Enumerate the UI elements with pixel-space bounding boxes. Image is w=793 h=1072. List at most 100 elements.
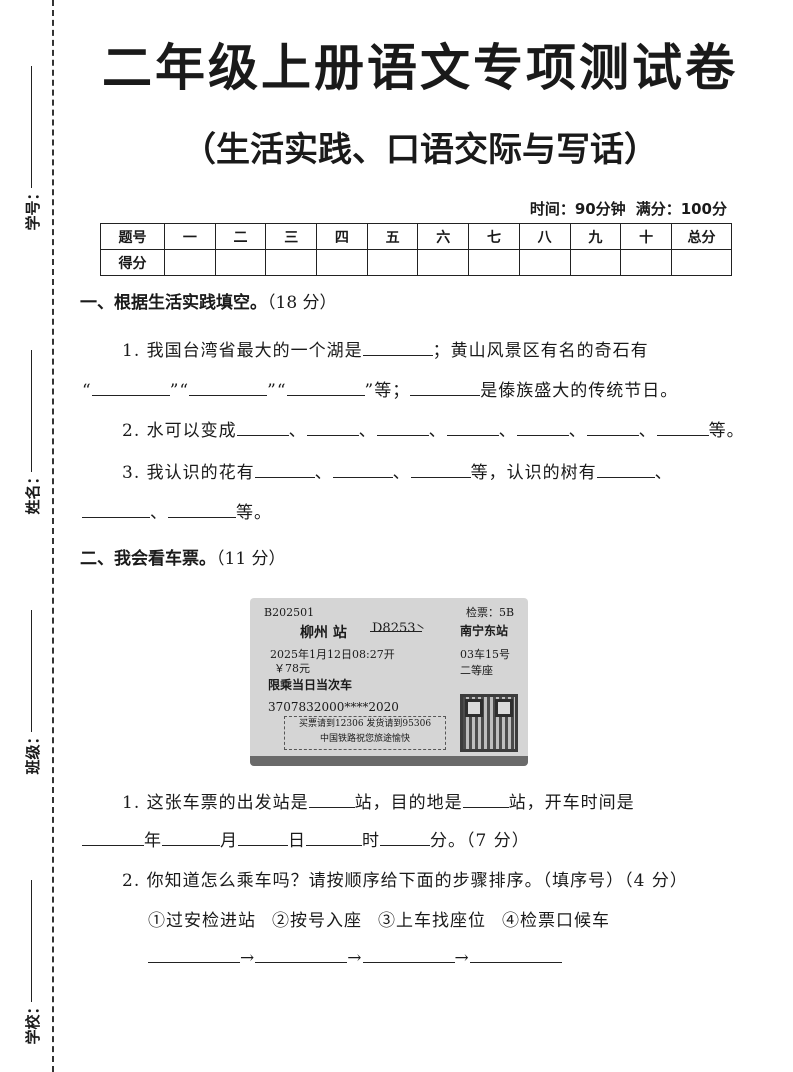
answer-blank[interactable]	[254, 463, 315, 478]
q2-text: 2. 水可以变成	[122, 421, 237, 441]
separator: 、	[498, 421, 517, 441]
score-cell[interactable]	[164, 249, 216, 276]
step-item: ③上车找座位	[378, 911, 486, 931]
score-table-header-row: 题号 一 二 三 四 五 六 七 八 九 十 总分	[100, 223, 732, 250]
score-column-label: 十	[620, 223, 672, 250]
class-label: 班级：	[23, 729, 42, 775]
answer-blank[interactable]	[462, 793, 509, 808]
answer-blank[interactable]	[148, 948, 240, 963]
score-table-score-row: 得分	[100, 249, 732, 276]
score-column-label: 九	[569, 223, 622, 250]
score-cell[interactable]	[468, 249, 520, 276]
name-write-line	[31, 350, 32, 472]
score-table: 题号 一 二 三 四 五 六 七 八 九 十 总分 得分	[100, 223, 732, 276]
separator: 、	[654, 463, 673, 483]
answer-blank[interactable]	[586, 421, 639, 436]
score-cell[interactable]	[671, 249, 732, 276]
ticket-info-line: 买票请到12306 发货请到95306	[298, 719, 432, 729]
answer-blank[interactable]	[255, 948, 348, 963]
answer-blank[interactable]	[380, 831, 430, 846]
section2-points: （11 分）	[216, 549, 286, 569]
answer-blank[interactable]	[306, 831, 362, 846]
answer-blank[interactable]	[362, 341, 433, 356]
score-cell[interactable]	[417, 249, 470, 276]
answer-blank[interactable]	[376, 421, 429, 436]
score-column-label: 一	[164, 223, 216, 250]
section2-steps: ①过安检进站 ②按号入座 ③上车找座位 ④检票口候车	[148, 906, 610, 931]
step-item: ②按号入座	[272, 911, 362, 931]
section1-q1-line2: “”“”“”等；是傣族盛大的传统节日。	[82, 376, 678, 401]
answer-blank[interactable]	[91, 381, 170, 396]
answer-blank[interactable]	[82, 831, 144, 846]
score-column-label: 四	[316, 223, 368, 250]
answer-blank[interactable]	[168, 503, 236, 518]
s2q1-text: 站，目的地是	[354, 793, 463, 813]
answer-blank[interactable]	[362, 948, 455, 963]
score-column-label: 总分	[671, 223, 732, 250]
page-subtitle: （生活实践、口语交际与写话）	[182, 130, 658, 170]
exam-time: 时间：90分钟	[529, 200, 626, 218]
s2q1-text: 时	[362, 831, 380, 851]
answer-blank[interactable]	[162, 831, 220, 846]
step-item: ④检票口候车	[502, 911, 610, 931]
answer-blank[interactable]	[82, 503, 150, 518]
answer-blank[interactable]	[286, 381, 365, 396]
answer-blank[interactable]	[410, 381, 481, 396]
section2-heading-text: 二、我会看车票。	[80, 549, 216, 569]
s2q1-text: 站，开车时间是	[508, 793, 635, 813]
q1-text: 是傣族盛大的传统节日。	[480, 381, 679, 401]
arrow-icon: →	[347, 948, 363, 968]
answer-blank[interactable]	[306, 421, 359, 436]
score-column-label: 二	[214, 223, 267, 250]
score-cell[interactable]	[265, 249, 318, 276]
s2q1-text: 日	[288, 831, 306, 851]
student-id-field[interactable]: 学号：	[20, 66, 44, 231]
answer-blank[interactable]	[410, 463, 471, 478]
name-field[interactable]: 姓名：	[20, 350, 44, 515]
score-column-label: 七	[468, 223, 520, 250]
score-column-label: 三	[265, 223, 318, 250]
arrow-icon: →	[454, 948, 470, 968]
student-id-write-line	[31, 66, 32, 188]
score-cell[interactable]	[620, 249, 672, 276]
quote-mark: ”	[364, 381, 375, 401]
score-row-label: 得分	[100, 249, 165, 276]
answer-blank[interactable]	[236, 421, 289, 436]
answer-blank[interactable]	[656, 421, 709, 436]
answer-blank[interactable]	[469, 948, 562, 963]
answer-blank[interactable]	[596, 463, 655, 478]
score-cell[interactable]	[214, 249, 267, 276]
ticket-seat-class: 二等座	[460, 664, 493, 677]
ticket-car-seat: 03车15号	[460, 648, 510, 661]
separator: 、	[314, 463, 333, 483]
q1-text: ；黄山风景区有名的奇石有	[432, 341, 649, 361]
ticket-info-box: 买票请到12306 发货请到95306 中国铁路祝您旅途愉快	[284, 716, 446, 750]
section1-heading-text: 一、根据生活实践填空。	[80, 293, 267, 313]
quote-mark: “	[179, 381, 190, 401]
school-field[interactable]: 学校：	[20, 880, 44, 1045]
class-field[interactable]: 班级：	[20, 610, 44, 775]
score-cell[interactable]	[569, 249, 622, 276]
ticket-code: B202501	[264, 606, 315, 619]
s2q1-text: 分。	[430, 831, 466, 851]
school-write-line	[31, 880, 32, 1002]
binding-dashed-line	[52, 0, 54, 1072]
answer-blank[interactable]	[332, 463, 393, 478]
s2q1-text: 年	[144, 831, 162, 851]
score-cell[interactable]	[316, 249, 368, 276]
answer-blank[interactable]	[189, 381, 268, 396]
separator: 、	[288, 421, 307, 441]
school-label: 学校：	[23, 999, 42, 1045]
answer-blank[interactable]	[308, 793, 355, 808]
q1-text: 1. 我国台湾省最大的一个湖是	[122, 341, 363, 361]
s2q1-points: （7 分）	[466, 831, 530, 851]
answer-blank[interactable]	[446, 421, 499, 436]
score-cell[interactable]	[518, 249, 571, 276]
answer-blank[interactable]	[238, 831, 288, 846]
separator: 、	[428, 421, 447, 441]
section2-q1-line1: 1. 这张车票的出发站是站，目的地是站，开车时间是	[122, 788, 635, 813]
score-cell[interactable]	[366, 249, 419, 276]
step-item: ①过安检进站	[148, 911, 256, 931]
answer-blank[interactable]	[516, 421, 569, 436]
quote-mark: ”	[169, 381, 180, 401]
